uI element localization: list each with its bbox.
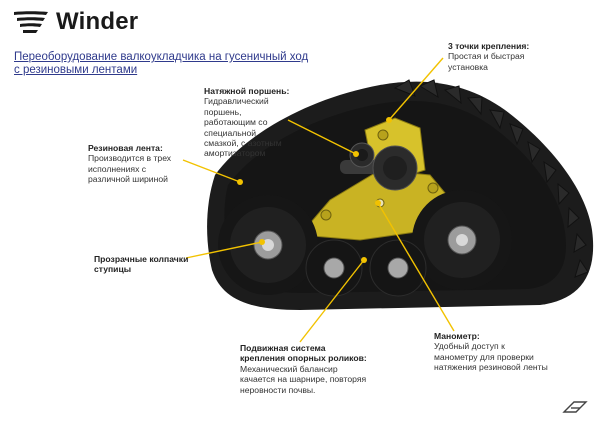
brand-header: Winder — [12, 8, 138, 36]
callout-title: 3 точки крепления: — [448, 41, 530, 51]
page-title: Переоборудование валкоукладчика на гусен… — [14, 51, 334, 77]
tension-piston — [340, 142, 418, 191]
callout-dots — [237, 117, 392, 263]
callout-lines — [182, 57, 455, 343]
callout-rubber-track: Резиновая лента: Производится в трех исп… — [88, 143, 172, 185]
winder-wings-logo-icon — [14, 11, 48, 33]
callout-roller-system: Подвижная система крепления опорных роли… — [240, 343, 367, 395]
title-line-1: Переоборудование валкоукладчика на гусен… — [14, 51, 309, 63]
winder-mark-logo-icon — [562, 401, 588, 413]
brand-name: Winder — [56, 8, 139, 35]
drive-wheel-left — [218, 195, 318, 295]
drive-wheel-right — [412, 190, 512, 290]
callout-hub-caps: Прозрачные колпачки ступицы — [94, 254, 189, 275]
road-roller-1 — [305, 239, 363, 297]
title-line-2: с резиновыми лентами — [14, 64, 138, 76]
callout-pressure-gauge: Манометр: Удобный доступ к манометру для… — [434, 331, 548, 373]
callout-attachment-points: 3 точки крепления: Простая и быстрая уст… — [448, 41, 530, 72]
callout-tension-piston: Натяжной поршень: Гидравлический поршень… — [204, 86, 290, 159]
road-roller-2 — [369, 239, 427, 297]
